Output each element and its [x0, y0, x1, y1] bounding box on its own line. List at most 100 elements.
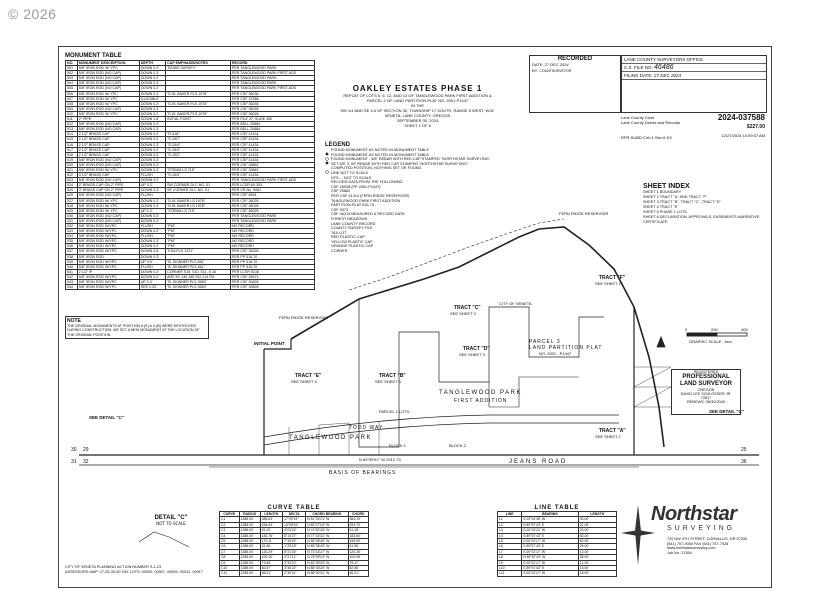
northstar-sub: SURVEYING: [667, 525, 736, 532]
line-table-cell: S 00°02'17" W: [521, 570, 579, 577]
curve-table-cell: 120.29': [259, 548, 284, 556]
stamp-professional: PROFESSIONAL: [682, 374, 730, 380]
csfile-value: 46486: [654, 64, 674, 71]
legend: LEGEND FOUND MONUMENT AS NOTED IN MONUME…: [325, 142, 525, 254]
legend-item: CSF 26028 (PP 2001-P1447): [331, 184, 381, 189]
recorded-stamp: RECORDED DATE: 27 DEC 2024 BY: COUNTSURV…: [529, 55, 621, 113]
monument-table-cell: DOWN 0.3': [138, 238, 167, 245]
stamp-registered: REGISTERED: [693, 370, 719, 374]
legend-item: CSF 46213 MEASURED & RECORD DATA: [331, 212, 405, 217]
monument-table-cell: DOWN 0.2': [138, 65, 167, 72]
curve-table-cell: 82.56': [347, 565, 370, 572]
stamp-oregon: OREGON: [697, 388, 715, 392]
northstar-addr-3: www.northstarsurveying.com: [667, 546, 716, 551]
curve-table-cell: C11: [219, 570, 240, 577]
monument-table-cell: 544: [65, 284, 78, 291]
monument-table-cell: DOWN 0.3': [138, 126, 167, 133]
section-29: 29: [83, 447, 89, 453]
note-box: NOTE THE ORIGINAL MONUMENTS AT POSITION …: [65, 316, 209, 340]
northstar-address: 720 NW 4TH STREET, CORVALLIS, OR 97330 (…: [667, 537, 747, 555]
monument-table-cell: DOWN 0.3': [138, 141, 167, 148]
monument-table-cell: DOWN 0.3': [138, 156, 167, 163]
monument-table-cell: DOWN 0.3': [138, 166, 167, 174]
label-fern-ridge: FERN RIDGE RESERVOIR: [279, 315, 328, 320]
monument-table-cell: DOWN 0.3': [138, 187, 167, 194]
monument-table-cell: PER TANGLEWOOD PARK: [229, 65, 316, 72]
monument-table-cell: PER CSF 30828: [229, 284, 316, 291]
monument-table-cell: FLUSH: [138, 233, 167, 240]
legend-item: FOUND MONUMENT AS NOTED IN MONUMENT TABL…: [331, 152, 430, 157]
monument-table-cell: ILLEGIBLE: [138, 95, 167, 102]
north-boundary: [264, 339, 292, 350]
curve-table-cell: 2°30'01": [282, 570, 307, 577]
label-tract-c-sheet: SEE SHEET 3: [450, 311, 476, 316]
line-table-cell: L11: [496, 570, 523, 577]
monument-table-cell: PER TANGLEWOOD PARK FIRST ADD: [229, 85, 316, 92]
monument-table-cell: DOWN 0.2': [138, 131, 167, 138]
northstar-addr-1: 720 NW 4TH STREET, CORVALLIS, OR 97330: [667, 537, 748, 541]
csfile-row: C.S. FILE NO. 46486: [622, 64, 766, 72]
monument-table-cell: DOWN 0.2': [138, 151, 167, 158]
east-lots: [633, 366, 672, 408]
label-todd-way: TODD WAY: [349, 425, 383, 431]
monument-table-cell: PER TANGLEWOOD PARK FIRST ADD: [229, 177, 316, 184]
graphic-scale-bar: [686, 332, 748, 337]
legend-item: RECORD DATA FROM THE FOLLOWING:: [331, 180, 404, 185]
monument-table-cell: "B. SKINNER PLS 3583": [165, 284, 231, 291]
curve-table-cell: 294.43': [259, 521, 284, 529]
label-tract-b-sheet: SEE SHEET 3: [375, 379, 401, 384]
stamp-renewal: RENEWS: 06/30/2026: [687, 400, 725, 404]
northstar-addr-2: (541) 757-9050 FAX (541) 757-7928: [667, 541, 729, 546]
legend-item: FOUND MONUMENT - 5/8" REBAR WITH RED CAP…: [331, 157, 491, 162]
monument-table-cell: PER TANGLEWOOD PARK: [229, 212, 316, 219]
sheet-index-item: SHEET 2 TRACT "A" AND TRACT "F": [643, 195, 708, 199]
office-title: LANE COUNTY SURVEYORS OFFICE: [622, 56, 766, 64]
section-32: 32: [83, 459, 89, 465]
title-block: OAKLEY ESTATES PHASE 1 REPLAT OF LOTS 5,…: [325, 84, 510, 128]
stamp-name: DAVID LEE SCHLOSSER JR.: [680, 392, 732, 396]
note-title: NOTE: [67, 318, 81, 324]
label-parcel-3: PARCEL 3: [529, 339, 561, 345]
stamp-land-surveyor: LAND SURVEYOR: [680, 381, 732, 387]
monument-table-cell: DOWN 0.2': [138, 197, 167, 204]
document-number: 2024-037588: [717, 113, 765, 122]
monument-table-cell: DOWN 0.3': [138, 202, 167, 209]
monument-table-header-cell: DEPTH: [138, 59, 167, 67]
line-table-title: LINE TABLE: [534, 505, 580, 511]
lane-county-record: Lane County Clerk Lane County Deeds and …: [621, 113, 765, 140]
label-tract-d: TRACT "D": [463, 346, 490, 352]
recorded-header: RECORDED: [557, 56, 593, 62]
monument-table-cell: SEE 0.33': [138, 284, 167, 291]
title-line-3: IN THE: [410, 103, 425, 108]
note-text: THE ORIGINAL MONUMENTS AT POSITION # (E)…: [67, 324, 200, 337]
curve-table-header-cell: CHORD: [347, 510, 370, 518]
footer-notes: CITY OF VENETA PLANNING ACTION NUMBER S-…: [65, 565, 203, 574]
plat-title: OAKLEY ESTATES PHASE 1: [352, 84, 483, 93]
label-tract-e: TRACT "E": [295, 373, 322, 379]
curve-table-cell: 293.79': [347, 521, 370, 529]
monument-table-cell: DOWN 0.2': [138, 268, 167, 275]
legend-items: FOUND MONUMENT AS NOTED IN MONUMENT TABL…: [325, 148, 525, 254]
sheet-index-item: SHEET 5 PHASE 1 LOTS: [643, 210, 687, 214]
monument-table-cell: DOWN 0.2': [138, 217, 167, 225]
monument-table-cell: 5/8" IRON ROD W/YPC: [76, 284, 140, 291]
curve-table-cell: 183.76': [259, 532, 284, 540]
legend-item: CORNER: [331, 249, 348, 254]
